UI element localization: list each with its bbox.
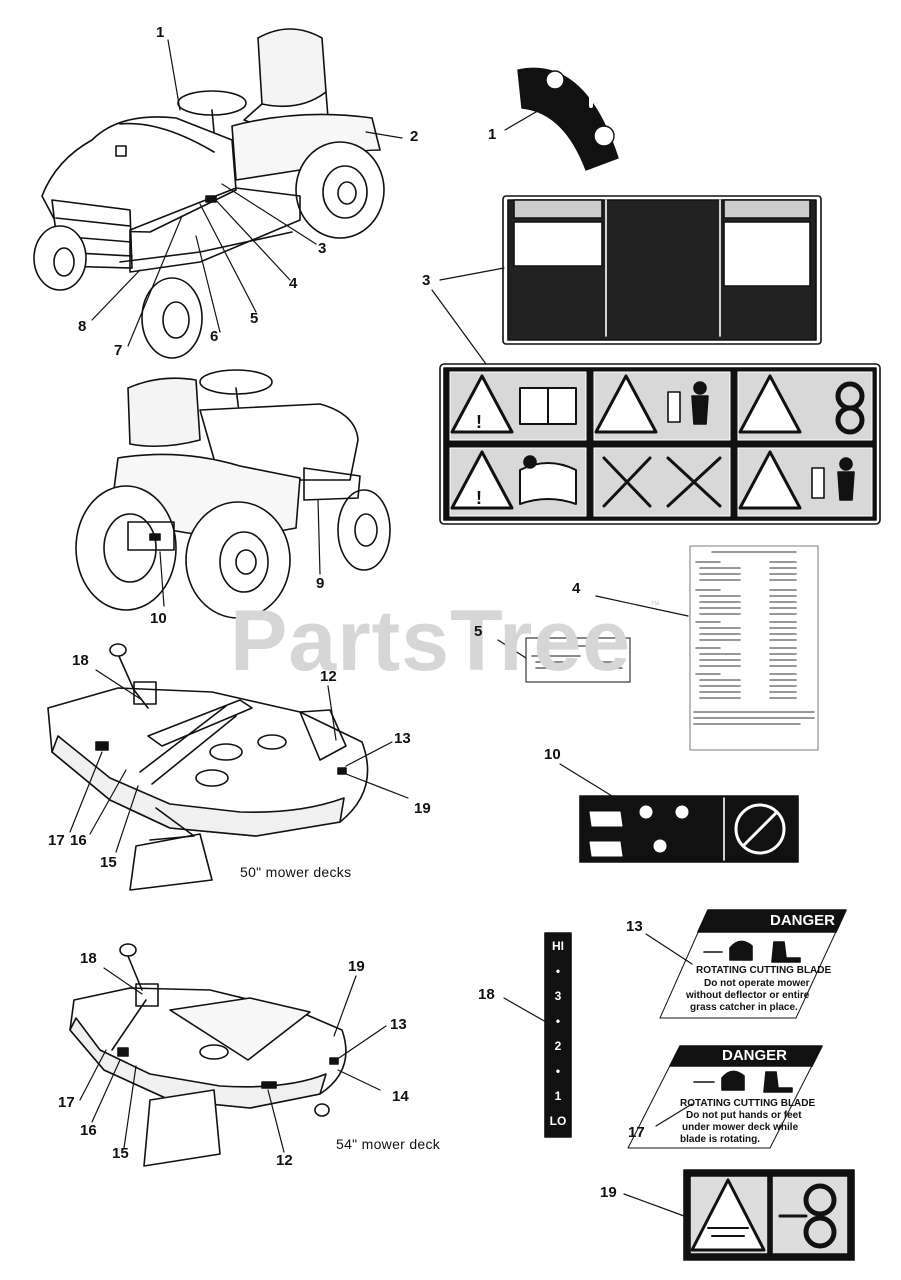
tractor-front-illustration: [33, 28, 385, 359]
mower-deck-54-illustration: [69, 943, 347, 1167]
height-mark-lo: LO: [549, 1114, 567, 1128]
height-mark-dot: •: [555, 964, 561, 978]
height-mark-hi: HI: [552, 939, 564, 953]
height-mark-1: 1: [554, 1089, 562, 1103]
callout-13-decal: 13: [626, 918, 643, 935]
callout-17-54: 17: [58, 1094, 75, 1111]
caption-54-deck: 54" mower deck: [336, 1136, 441, 1152]
callout-13: 13: [394, 730, 411, 747]
watermark-trademark: ™: [650, 600, 660, 611]
callout-17: 17: [48, 832, 65, 849]
callout-5: 5: [250, 310, 259, 327]
callout-13-54: 13: [390, 1016, 407, 1033]
watermark-text: PartsTree: [230, 593, 632, 689]
operation-pictogram-decal: [579, 795, 799, 863]
callout-8: 8: [78, 318, 87, 335]
decal-17-heading: ROTATING CUTTING BLADE: [680, 1098, 816, 1109]
callout-15: 15: [100, 854, 117, 871]
rotating-blade-decal-17: [627, 1045, 823, 1149]
blade-warning-decal-19: [683, 1169, 855, 1261]
callout-7: 7: [114, 342, 123, 359]
callout-19: 19: [414, 800, 431, 817]
decal-17-danger: DANGER: [722, 1047, 788, 1064]
mower-deck-50-illustration: [47, 643, 369, 891]
callout-2: 2: [410, 128, 419, 145]
pictogram-safety-decal: ! !: [439, 363, 881, 525]
callout-4: 4: [289, 275, 298, 292]
decal-13-line2: without deflector or entire: [686, 990, 810, 1001]
callout-16-54: 16: [80, 1122, 97, 1139]
danger-warning-decal: [502, 195, 822, 345]
decal-13-heading: ROTATING CUTTING BLADE: [696, 965, 832, 976]
callout-12-54: 12: [276, 1152, 293, 1169]
svg-text:!: !: [476, 412, 482, 432]
callout-3: 3: [318, 240, 327, 257]
rotating-blade-decal-13: [659, 909, 847, 1019]
callout-18: 18: [72, 652, 89, 669]
ignition-decal: [517, 67, 619, 171]
callout-10: 10: [150, 610, 167, 627]
decal-13-danger: DANGER: [770, 912, 836, 929]
decal-13-line3: grass catcher in place.: [690, 1002, 798, 1013]
callout-16: 16: [70, 832, 87, 849]
height-mark-dot: •: [555, 1014, 561, 1028]
decal-17-line2: under mower deck while: [682, 1122, 799, 1133]
decal-17-line3: blade is rotating.: [680, 1134, 761, 1145]
callout-3-decal: 3: [422, 272, 431, 289]
decal-13-line1: Do not operate mower: [704, 978, 810, 989]
callout-4-decal: 4: [572, 580, 581, 597]
touch-up-paint-decal: [525, 637, 631, 683]
caption-50-deck: 50" mower decks: [240, 864, 352, 880]
callout-17-decal: 17: [628, 1124, 645, 1141]
callout-1: 1: [156, 24, 165, 41]
callout-19-54: 19: [348, 958, 365, 975]
callout-12: 12: [320, 668, 337, 685]
callout-14: 14: [392, 1088, 409, 1105]
belts-blades-decal: [689, 545, 819, 751]
callout-15-54: 15: [112, 1145, 129, 1162]
height-mark-3: 3: [554, 989, 562, 1003]
callout-19-decal: 19: [600, 1184, 617, 1201]
callout-18-54: 18: [80, 950, 97, 967]
callout-9: 9: [316, 575, 325, 592]
cutting-height-decal: [544, 932, 572, 1138]
callout-6: 6: [210, 328, 219, 345]
svg-text:!: !: [476, 488, 482, 508]
callout-5-decal: 5: [474, 623, 483, 640]
decal-18-marks: HI • 3 • 2 • 1 LO: [545, 934, 571, 1134]
height-mark-dot: •: [555, 1064, 561, 1078]
height-mark-2: 2: [554, 1039, 562, 1053]
decal-17-line1: Do not put hands or feet: [686, 1110, 802, 1121]
callout-18-decal: 18: [478, 986, 495, 1003]
callout-1-decal: 1: [488, 126, 497, 143]
callout-10-decal: 10: [544, 746, 561, 763]
tractor-rear-illustration: [75, 369, 391, 619]
